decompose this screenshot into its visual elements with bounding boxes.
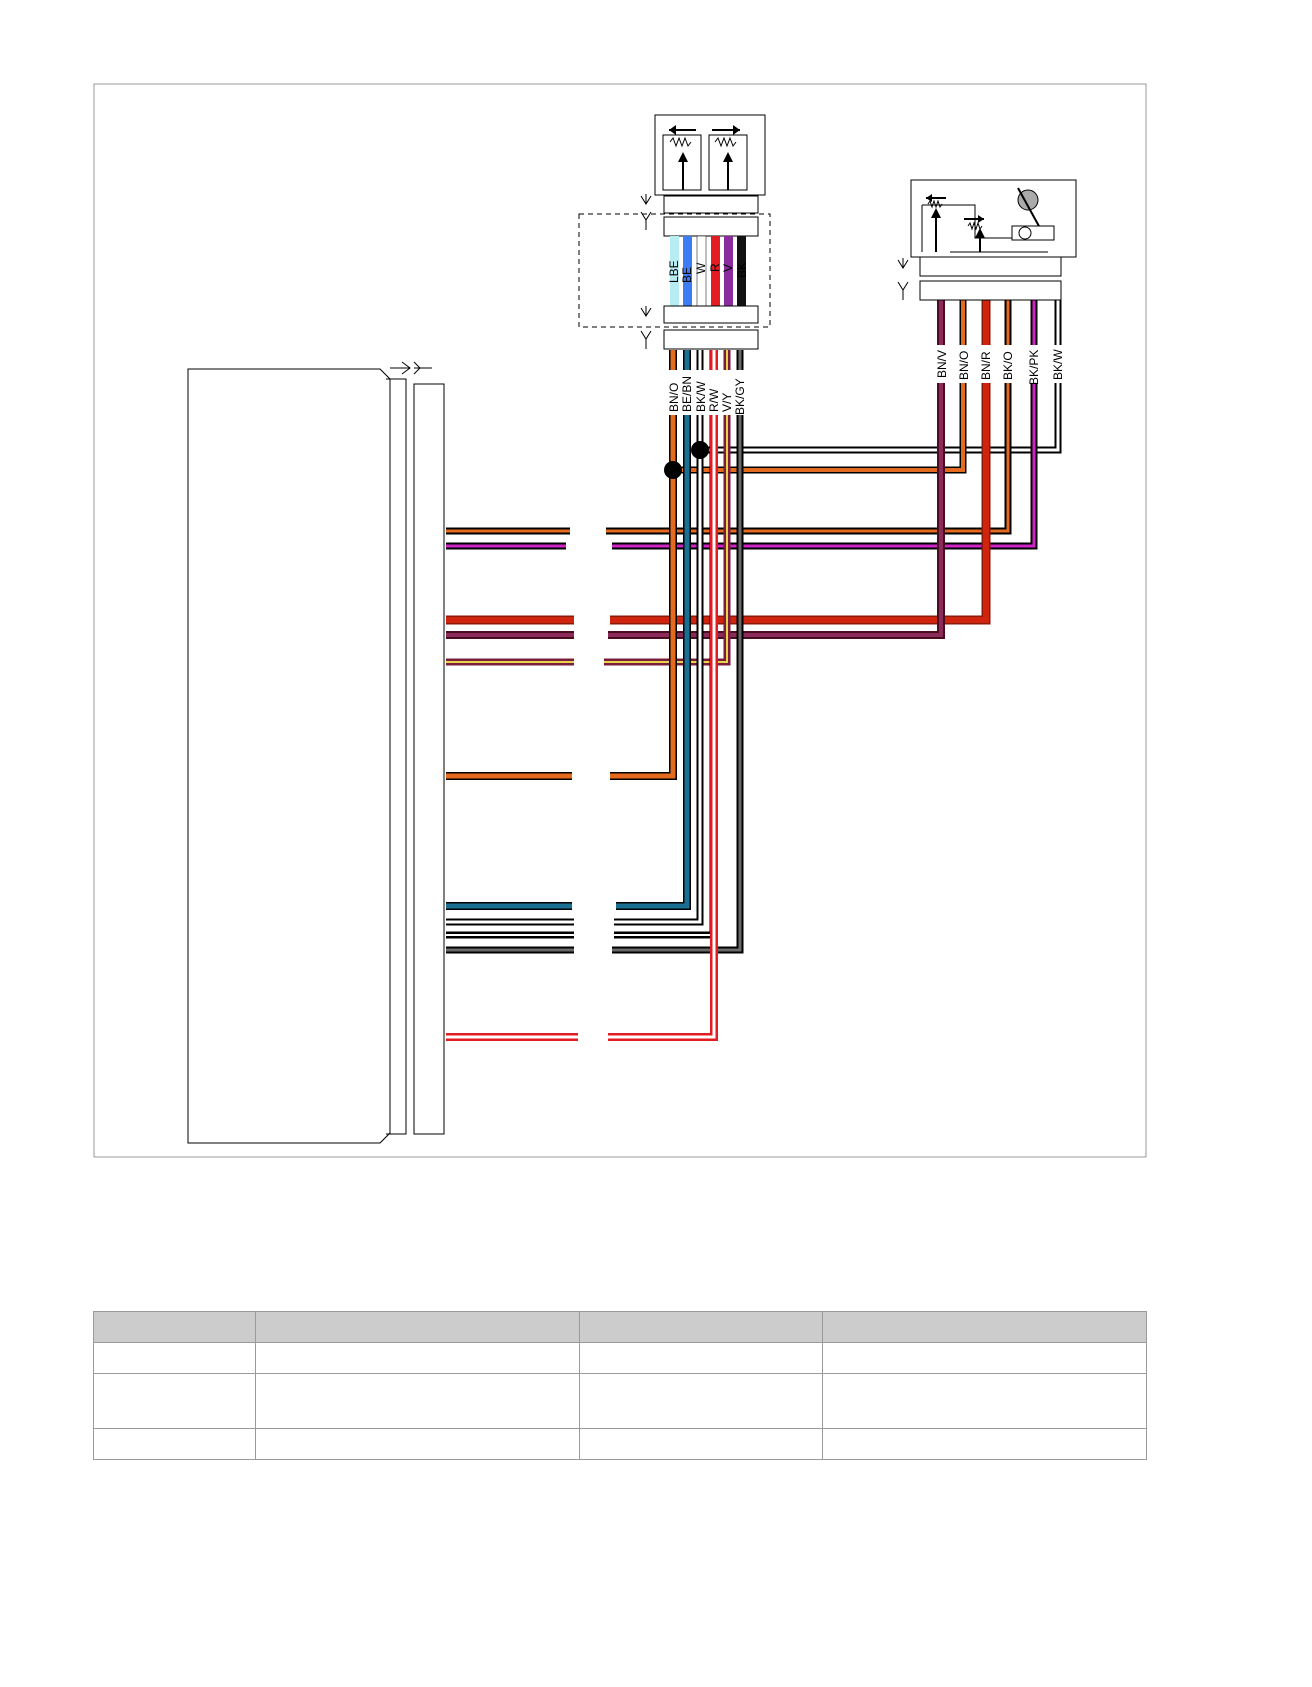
right-wire-labels: BN/V BN/O BN/R BK/O BK/PK BK/W: [930, 345, 1065, 385]
wire-harness: [446, 300, 1062, 1041]
diagram-frame: [93, 83, 1147, 1158]
pin-label: V: [721, 264, 735, 272]
table-cell: [822, 1373, 1147, 1429]
wire-v-y: [446, 350, 731, 666]
wire-r-w: [446, 350, 718, 1041]
harness-labels: BN/O BE/BN BK/W R/W V/Y BK/GY: [667, 370, 747, 415]
wire-bn-r: [446, 300, 991, 625]
pin-label: LBE: [667, 260, 681, 283]
table-cell: [93, 1311, 256, 1343]
wire-bn-v: [446, 300, 945, 639]
top-harness-connector: [640, 305, 759, 350]
splice-dot: [691, 441, 709, 459]
table-cell: [579, 1342, 823, 1374]
top-sensor: [640, 114, 766, 237]
table-cell: [255, 1342, 580, 1374]
table-cell: [822, 1342, 1147, 1374]
wire-bk-gy: [446, 350, 744, 954]
legend-table: [93, 1311, 1147, 1460]
pin-label: W: [694, 262, 708, 274]
table-cell: [93, 1373, 256, 1429]
pin-label: R: [708, 263, 722, 272]
table-cell: [579, 1428, 823, 1460]
wire-label: R/W: [707, 388, 721, 412]
table-cell: [255, 1311, 580, 1343]
pin-label: BK: [735, 262, 749, 278]
wire-label: BE/BN: [680, 376, 694, 412]
table-row: [93, 1373, 1147, 1429]
wire-label: BK/PK: [1027, 350, 1041, 385]
wire-bn-o-left: [446, 350, 677, 780]
table-cell: [255, 1373, 580, 1429]
table-row: [93, 1342, 1147, 1374]
table-cell: [822, 1428, 1147, 1460]
enclosure-dashed: [578, 213, 771, 328]
wire-label: BN/O: [957, 351, 971, 380]
table-header-row: [93, 1311, 1147, 1343]
wire-label: BK/W: [694, 381, 708, 412]
table-cell: [93, 1342, 256, 1374]
wire-label: BN/R: [979, 351, 993, 380]
wire-label: BK/GY: [733, 378, 747, 415]
wire-be-bn: [446, 350, 691, 910]
wire-bk-w-lower: [446, 350, 704, 926]
wire-label: BN/V: [935, 350, 949, 378]
top-pin-labels: LBE BE W R V BK: [667, 260, 749, 283]
wire-label: BK/O: [1001, 351, 1015, 380]
wire-label: BN/O: [667, 383, 681, 412]
pin-label: BE: [680, 267, 694, 283]
table-cell: [255, 1428, 580, 1460]
wire-label: BK/W: [1051, 349, 1065, 380]
table-cell: [579, 1311, 823, 1343]
table-cell: [579, 1373, 823, 1429]
wire-label: V/Y: [720, 393, 734, 412]
table-cell: [822, 1311, 1147, 1343]
left-module: [187, 361, 445, 1144]
right-sensor: [897, 179, 1077, 301]
splice-dot: [664, 461, 682, 479]
table-cell: [93, 1428, 256, 1460]
table-row: [93, 1428, 1147, 1460]
